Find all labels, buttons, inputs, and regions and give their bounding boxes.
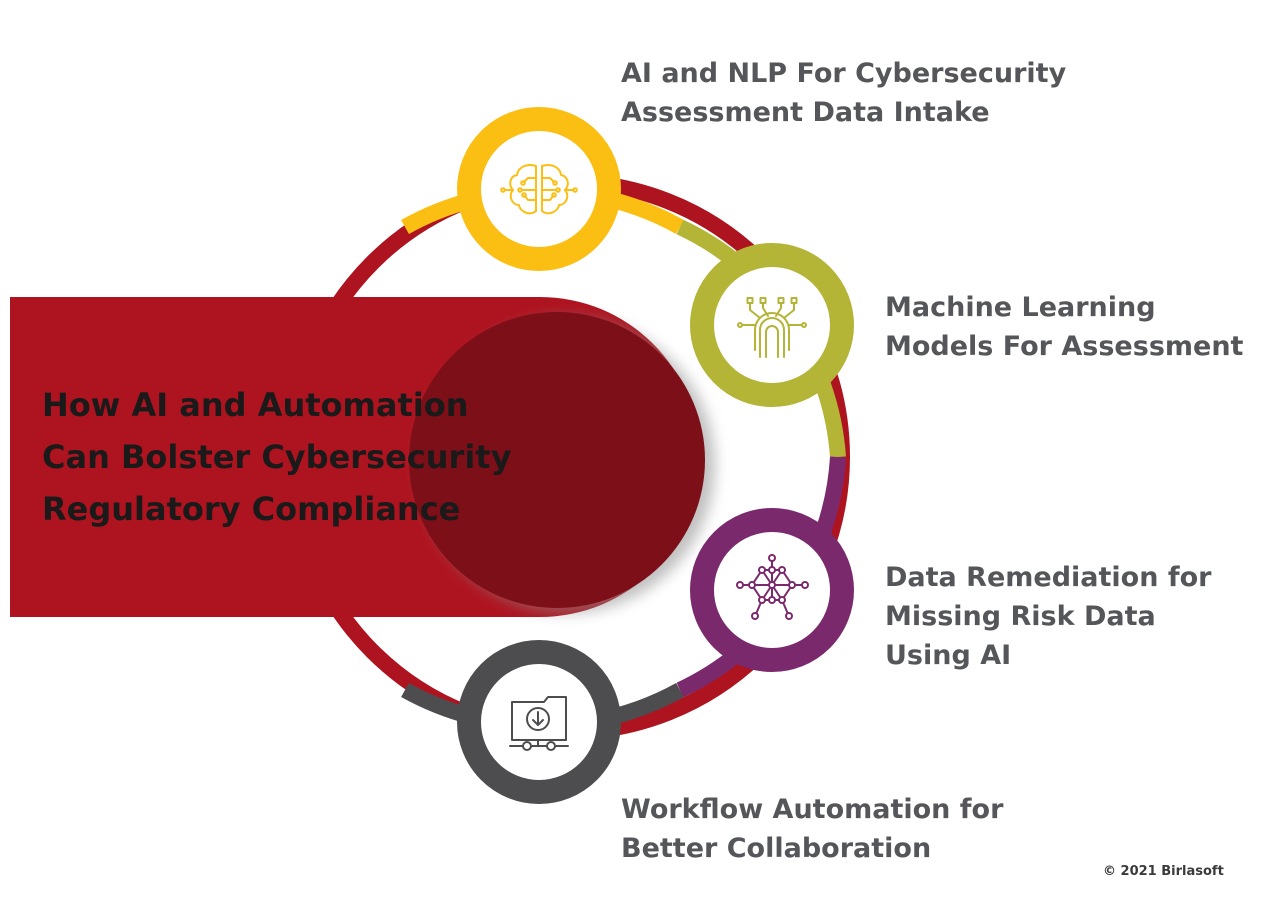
copyright-text: © 2021 Birlasoft	[1103, 864, 1224, 879]
label-line: Using AI	[885, 640, 1012, 671]
label-line: Models For Assessment	[885, 331, 1244, 362]
label-data-remediation: Data Remediation for Missing Risk Data U…	[885, 558, 1211, 675]
fingerprint-circuit-icon	[737, 297, 807, 358]
label-line: Assessment Data Intake	[621, 97, 990, 128]
title-line: Regulatory Compliance	[42, 490, 461, 528]
node-ring-yellow	[457, 107, 621, 271]
label-machine-learning: Machine Learning Models For Assessment	[885, 288, 1243, 366]
label-line: Missing Risk Data	[885, 601, 1156, 632]
node-data-remediation	[690, 508, 854, 672]
node-workflow-automation	[457, 640, 621, 804]
label-line: AI and NLP For Cybersecurity	[621, 58, 1067, 89]
title-line: How AI and Automation	[42, 386, 469, 424]
ai-brain-circuit-icon	[500, 164, 578, 215]
title-line: Can Bolster Cybersecurity	[42, 438, 512, 476]
title-banner	[10, 297, 715, 617]
label-workflow-automation: Workflow Automation for Better Collabora…	[621, 790, 1003, 868]
label-line: Better Collaboration	[621, 833, 932, 864]
label-line: Machine Learning	[885, 292, 1156, 323]
node-machine-learning	[690, 243, 854, 407]
folder-download-workflow-icon	[509, 696, 569, 751]
label-ai-nlp: AI and NLP For Cybersecurity Assessment …	[621, 54, 1066, 132]
banner-circle	[409, 312, 705, 608]
neural-network-icon	[736, 554, 809, 620]
label-line: Workflow Automation for	[621, 794, 1004, 825]
page-title: How AI and Automation Can Bolster Cybers…	[42, 379, 511, 535]
node-ai-nlp	[457, 107, 621, 271]
label-line: Data Remediation for	[885, 562, 1212, 593]
